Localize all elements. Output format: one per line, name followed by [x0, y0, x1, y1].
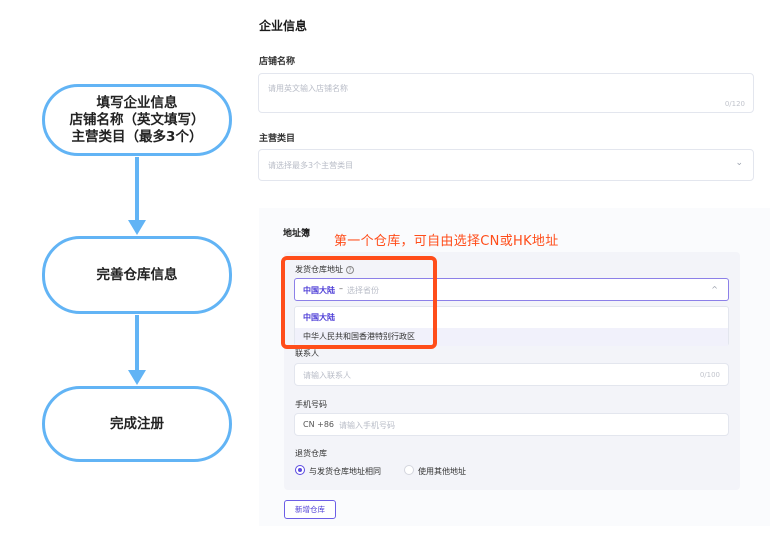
store-name-label: 店铺名称 [259, 57, 296, 67]
category-label: 主营类目 [259, 134, 296, 144]
dropdown-option-mainland[interactable]: 中国大陆 [303, 313, 335, 322]
radio-label: 使用其他地址 [418, 467, 466, 476]
flow-step-line: 完善仓库信息 [96, 266, 178, 283]
province-placeholder: 选择省份 [347, 286, 379, 295]
contact-label: 联系人 [295, 349, 319, 358]
flow-arrow-head-icon [128, 370, 146, 385]
shipping-warehouse-select[interactable]: 中国大陆 – 选择省份 ^ [294, 278, 729, 301]
annotation-highlight-box [281, 256, 437, 349]
flow-arrow-line [135, 157, 139, 222]
category-select[interactable]: 请选择最多3个主营类目 ⌄ [258, 149, 754, 181]
flow-step-line: 店铺名称（英文填写） [69, 111, 205, 128]
page-title: 企业信息 [259, 19, 308, 33]
category-placeholder: 请选择最多3个主营类目 [268, 161, 354, 170]
flow-step-fill-company-info: 填写企业信息 店铺名称（英文填写） 主营类目（最多3个） [42, 84, 232, 156]
contact-input[interactable]: 请输入联系人 0/100 [294, 363, 729, 386]
store-name-placeholder: 请用英文输入店铺名称 [268, 84, 348, 93]
return-warehouse-label: 退货仓库 [295, 449, 327, 458]
flow-step-line: 主营类目（最多3个） [71, 128, 203, 145]
add-warehouse-button[interactable]: 新增仓库 [284, 500, 336, 519]
country-code-prefix[interactable]: CN +86 [303, 420, 334, 429]
chevron-up-icon: ^ [711, 285, 718, 294]
dropdown-option-hongkong[interactable]: 中华人民共和国香港特别行政区 [295, 328, 728, 346]
flow-arrow-line [135, 315, 139, 372]
chevron-down-icon: ⌄ [735, 158, 743, 168]
flow-step-warehouse-info: 完善仓库信息 [42, 236, 232, 314]
contact-counter: 0/100 [699, 371, 720, 379]
flow-step-line: 完成注册 [110, 415, 164, 432]
phone-placeholder: 请输入手机号码 [339, 421, 395, 430]
store-name-input[interactable]: 请用英文输入店铺名称 0/120 [258, 73, 754, 113]
contact-placeholder: 请输入联系人 [303, 371, 351, 380]
store-name-counter: 0/120 [724, 100, 745, 108]
radio-unchecked-icon[interactable] [404, 465, 414, 475]
separator: – [339, 284, 343, 293]
shipping-warehouse-label-text: 发货仓库地址 [295, 265, 343, 274]
shipping-warehouse-label: 发货仓库地址? [295, 264, 354, 275]
help-icon[interactable]: ? [346, 265, 354, 274]
flow-arrow-head-icon [128, 220, 146, 235]
radio-checked-icon[interactable] [295, 465, 305, 475]
region-dropdown: 中国大陆 中华人民共和国香港特别行政区 [294, 306, 729, 346]
phone-label: 手机号码 [295, 400, 327, 409]
flow-step-line: 填写企业信息 [96, 94, 178, 111]
radio-label: 与发货仓库地址相同 [309, 467, 381, 476]
address-book-title: 地址簿 [283, 229, 311, 239]
phone-input[interactable]: CN +86 请输入手机号码 [294, 413, 729, 436]
annotation-text: 第一个仓库，可自由选择CN或HK地址 [334, 234, 559, 249]
flow-step-complete-registration: 完成注册 [42, 386, 232, 462]
selected-region: 中国大陆 [303, 286, 335, 295]
